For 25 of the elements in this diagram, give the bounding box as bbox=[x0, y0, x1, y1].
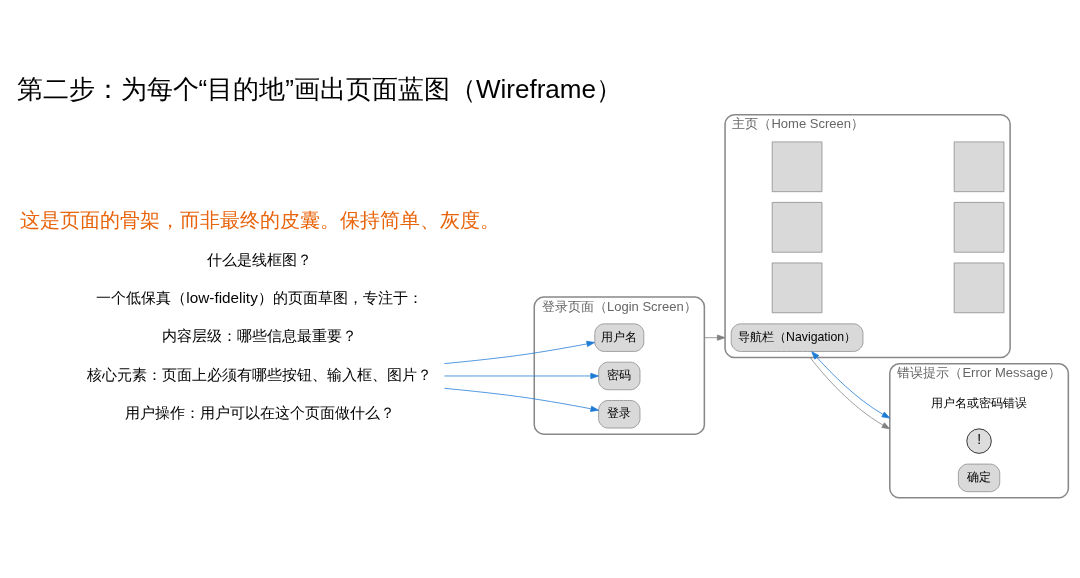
node-box: 导航栏（Navigation） bbox=[730, 323, 864, 352]
node-text: 核心元素：页面上必须有哪些按钮、输入框、图片？ bbox=[87, 365, 433, 383]
node-box: 密码 bbox=[598, 361, 641, 391]
node-box bbox=[771, 202, 823, 253]
node-box: 确定 bbox=[958, 463, 1001, 493]
node-box bbox=[953, 262, 1005, 314]
label: 一个低保真（low-fidelity）的页面草图，专注于： bbox=[96, 289, 423, 307]
node-box: 用户名 bbox=[594, 323, 645, 352]
node-box bbox=[953, 202, 1005, 253]
node-box bbox=[953, 141, 1005, 193]
arrow bbox=[703, 334, 726, 341]
label: 这是页面的骨架，而非最终的皮囊。保持简单、灰度。 bbox=[19, 208, 500, 231]
arrow bbox=[811, 351, 891, 419]
arrow bbox=[444, 387, 599, 412]
label: 什么是线框图？ bbox=[207, 250, 313, 268]
arrow bbox=[444, 372, 599, 380]
diagram-title: 第二步：为每个“目的地”画出页面蓝图（Wireframe） bbox=[16, 73, 623, 104]
node-circle: ! bbox=[966, 428, 992, 454]
arrow bbox=[809, 357, 891, 430]
node-box bbox=[771, 141, 823, 193]
label: 用户操作：用户可以在这个页面做什么？ bbox=[124, 404, 395, 422]
arrow bbox=[444, 340, 595, 364]
node-box: 登录 bbox=[598, 400, 641, 429]
label: 内容层级：哪些信息最重要？ bbox=[162, 327, 358, 345]
node-box bbox=[771, 262, 823, 314]
